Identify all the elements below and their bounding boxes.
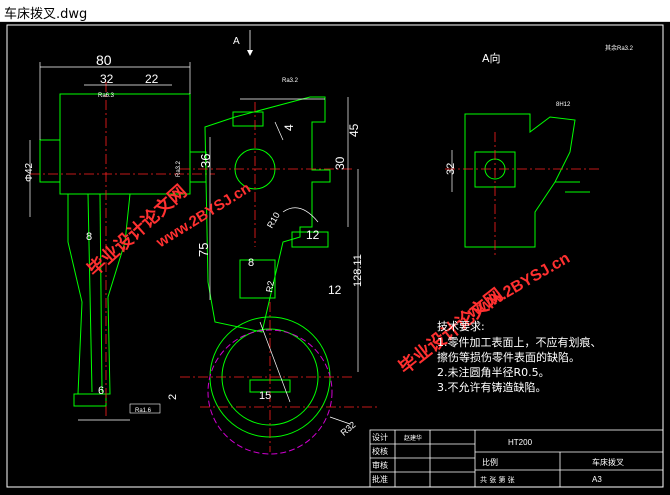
note-ra63: Ra6.3 bbox=[98, 93, 115, 99]
dim-36: 36 bbox=[198, 154, 213, 168]
drawing-svg: 80 32 22 Φ42 8 6 Ra6.3 Ra3.2 Ra1.6 Ra3.2… bbox=[6, 24, 664, 488]
note-8h12: 8H12 bbox=[556, 102, 571, 108]
dim-r32: R32 bbox=[339, 420, 358, 438]
tb-size: A3 bbox=[592, 475, 602, 484]
requirement-1b: 擦伤等损伤零件表面的缺陷。 bbox=[437, 350, 580, 364]
section-label-a: A bbox=[233, 36, 240, 47]
title-block bbox=[369, 429, 664, 488]
dim-8-center: 8 bbox=[248, 257, 254, 269]
center-view bbox=[204, 96, 331, 438]
tb-design: 设计 bbox=[372, 432, 388, 442]
section-arrow-head bbox=[247, 50, 253, 56]
tb-sheet: 共 张 第 张 bbox=[480, 475, 515, 484]
tb-scale: 比例 bbox=[482, 457, 498, 467]
requirement-3: 3.不允许有铸造缺陷。 bbox=[437, 380, 547, 394]
dim-phi42: Φ42 bbox=[24, 162, 35, 182]
dim-r2: R2 bbox=[264, 280, 276, 293]
drawing-border bbox=[6, 24, 664, 488]
dim-30: 30 bbox=[333, 156, 347, 170]
view-a-label: A向 bbox=[482, 51, 501, 65]
dim-r10: R10 bbox=[265, 211, 282, 230]
dim-32-viewa: 32 bbox=[445, 163, 457, 175]
requirement-2: 2.未注圆角半径R0.5。 bbox=[437, 365, 550, 379]
center-view-dimensions bbox=[209, 97, 359, 425]
window-title: 车床拨叉.dwg bbox=[4, 7, 88, 22]
dim-8-left: 8 bbox=[86, 231, 92, 243]
note-ra32-b: Ra3.2 bbox=[282, 78, 299, 84]
dim-80: 80 bbox=[96, 52, 112, 68]
dim-12b: 12 bbox=[328, 283, 342, 297]
dim-128: 128.11 bbox=[352, 254, 364, 287]
tb-material: HT200 bbox=[508, 438, 533, 447]
dim-75: 75 bbox=[196, 243, 211, 257]
view-a bbox=[464, 113, 590, 248]
dim-12a: 12 bbox=[306, 228, 320, 242]
tb-part-name: 车床拨叉 bbox=[592, 457, 624, 467]
dim-15: 15 bbox=[259, 390, 271, 402]
dim-45: 45 bbox=[347, 123, 361, 137]
note-ra16: Ra1.6 bbox=[135, 408, 152, 414]
watermark-4: www.2BYSJ.cn bbox=[464, 250, 573, 323]
left-view-dimensions bbox=[29, 62, 191, 421]
dim-2: 2 bbox=[167, 394, 179, 400]
watermark-url-2: www.2BYSJ.cn bbox=[464, 250, 573, 323]
cad-canvas[interactable]: 80 32 22 Φ42 8 6 Ra6.3 Ra3.2 Ra1.6 Ra3.2… bbox=[0, 22, 670, 491]
view-a-centerlines bbox=[445, 132, 600, 257]
dim-32: 32 bbox=[100, 72, 114, 86]
requirements-heading: 技术要求: bbox=[437, 320, 485, 333]
note-ra32-a: Ra3.2 bbox=[176, 160, 182, 177]
tb-audit: 审核 bbox=[372, 460, 388, 470]
requirement-1: 1.零件加工表面上，不应有划痕、 bbox=[437, 335, 602, 349]
dim-22: 22 bbox=[145, 72, 159, 86]
center-view-centerlines bbox=[180, 102, 380, 452]
dim-4: 4 bbox=[282, 124, 296, 131]
left-view-centerlines bbox=[30, 82, 215, 417]
tb-approve: 批准 bbox=[372, 474, 388, 484]
dim-6: 6 bbox=[98, 385, 104, 397]
tolerance-frame bbox=[129, 403, 161, 414]
window-titlebar: 车床拨叉.dwg bbox=[0, 0, 670, 22]
tb-check: 校核 bbox=[372, 446, 388, 456]
roughness-note: 其余Ra3.2 bbox=[605, 44, 634, 52]
tb-design-name: 赵建华 bbox=[404, 434, 422, 442]
